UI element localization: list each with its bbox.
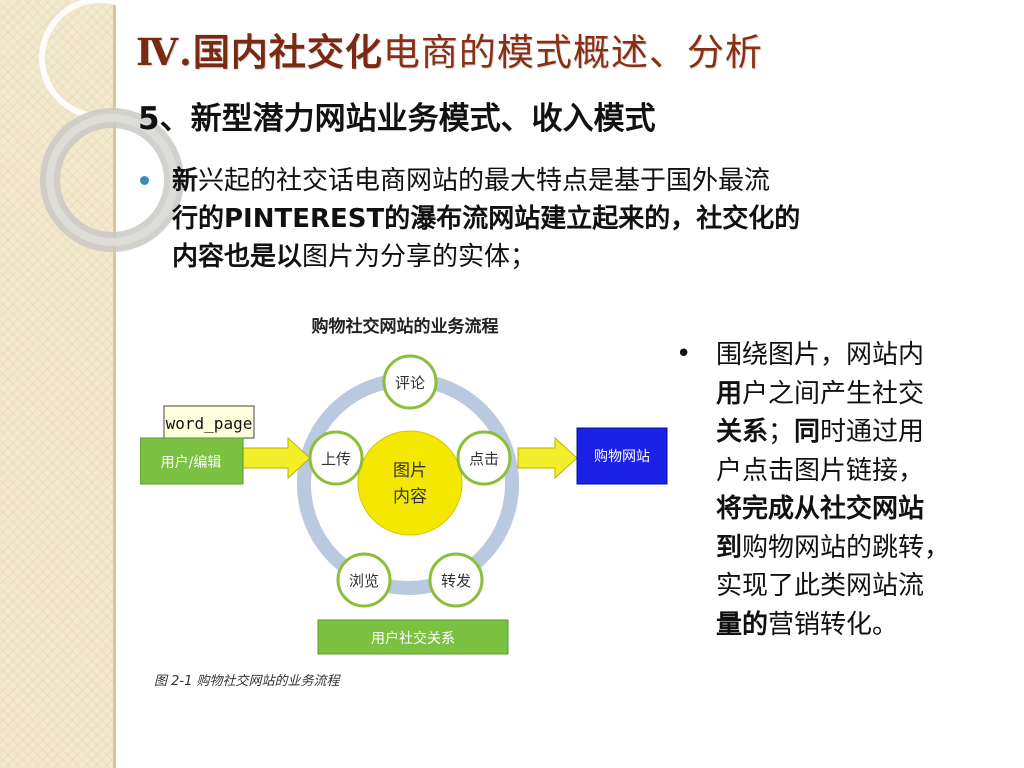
- bullet2-bold: 量的: [716, 609, 769, 640]
- user-edit-label: 用户/编辑: [161, 454, 222, 471]
- bullet2-text: 营销转化。: [768, 609, 899, 640]
- bullet1-line3-text: 图片为分享的实体；: [302, 242, 537, 272]
- bullet2-text: 实现了此类网站流: [716, 571, 925, 601]
- bullet-marker-icon: •: [676, 339, 692, 369]
- bullet1-line: 新兴起的社交话电商网站的最大特点是基于国外最流: [172, 162, 960, 200]
- bullet2-line: 户点击图片链接，: [716, 452, 1016, 491]
- bullet1-line2-bold: 行的PINTEREST的瀑布流网站建立起来的，社交化的: [172, 204, 801, 234]
- user-social-relation-bar: [317, 619, 509, 655]
- arrow-right-icon: [517, 436, 578, 480]
- bullet2-line: 到购物网站的跳转，: [716, 529, 1016, 568]
- business-flow-diagram: 购物社交网站的业务流程 word_page 用户/编辑 购物网站 图片 内容 评…: [140, 300, 670, 700]
- center-image-content: [357, 430, 463, 536]
- bullet2-line: 实现了此类网站流: [716, 567, 1016, 606]
- bullet1-line: 内容也是以图片为分享的实体；: [172, 238, 960, 276]
- bullet2-line: 围绕图片，网站内: [716, 336, 1016, 375]
- bullet2-line: 将完成从社交网站: [716, 490, 1016, 529]
- subtitle-rest: 业务模式、收入模式: [376, 101, 656, 137]
- bullet1-line1-bold: 新: [172, 166, 199, 196]
- diagram-title: 购物社交网站的业务流程: [312, 316, 499, 337]
- center-label-1: 图片: [393, 461, 427, 481]
- slide-subtitle: 5、新型潜力网站业务模式、收入模式: [138, 93, 656, 138]
- user-social-relation-label: 用户社交关系: [371, 630, 455, 647]
- figure-caption: 图 2-1 购物社交网站的业务流程: [154, 673, 341, 689]
- bullet2-line: 用户之间产生社交: [716, 375, 1016, 414]
- node-browse-label: 浏览: [349, 572, 379, 590]
- word-page-label: word_page: [166, 414, 253, 433]
- bullet1-line1-text: 兴起的社交话电商网站的最大特点是基于国外最流: [198, 166, 771, 196]
- decorative-rings: [39, 0, 184, 252]
- bullet2-bold: 同: [794, 417, 821, 447]
- bullet2-text: ；: [768, 417, 795, 447]
- bullet-paragraph-main: 新兴起的社交话电商网站的最大特点是基于国外最流 行的PINTEREST的瀑布流网…: [140, 162, 960, 276]
- bullet2-bold: 用: [716, 378, 743, 409]
- node-forward-label: 转发: [441, 572, 471, 590]
- arrow-left-icon: [242, 436, 311, 480]
- shopping-site-label: 购物网站: [594, 449, 650, 465]
- node-comment-label: 评论: [395, 374, 425, 392]
- bullet2-text: 时通过用: [820, 417, 925, 447]
- bullet2-text: 购物网站的跳转，: [742, 532, 951, 563]
- node-forward: [428, 552, 484, 608]
- bullet2-text: 户之间产生社交: [742, 378, 925, 409]
- bullet1-line: 行的PINTEREST的瀑布流网站建立起来的，社交化的: [172, 200, 960, 238]
- subtitle-number: 5、: [138, 101, 191, 137]
- bullet2-bold: 到: [716, 532, 743, 563]
- bullet1-line3-bold: 内容也是以: [172, 242, 303, 272]
- bullet2-text: 户点击图片链接，: [716, 455, 925, 486]
- title-numeral: Ⅳ.: [136, 30, 193, 74]
- node-upload: [308, 430, 364, 486]
- bullet-dot-icon: [140, 176, 149, 185]
- bullet2-bold: 关系: [716, 417, 769, 447]
- subtitle-bold: 新型潜力网站: [190, 101, 377, 137]
- title-rest: 电商的模式概述、分析: [382, 31, 763, 74]
- side-strip-border: [113, 0, 116, 768]
- user-edit-box: [140, 437, 244, 485]
- title-bold-part: 国内社交化: [192, 31, 383, 74]
- node-click: [456, 430, 512, 486]
- center-label-2: 内容: [393, 487, 427, 507]
- node-browse: [336, 552, 392, 608]
- bullet2-text: 围绕图片，网站内: [716, 340, 925, 370]
- shopping-site-box: [576, 427, 668, 485]
- node-comment: [382, 354, 438, 410]
- node-click-label: 点击: [469, 450, 499, 468]
- slide-title: Ⅳ.国内社交化电商的模式概述、分析: [136, 22, 763, 76]
- bullet2-line: 量的营销转化。: [716, 606, 1016, 645]
- bullet2-bold: 将完成从社交网站: [716, 494, 925, 524]
- word-page-box: word_page: [163, 405, 255, 439]
- node-upload-label: 上传: [321, 450, 351, 468]
- bullet-paragraph-side: • 围绕图片，网站内 用户之间产生社交 关系；同时通过用 户点击图片链接， 将完…: [676, 336, 1016, 644]
- bullet2-line: 关系；同时通过用: [716, 413, 1016, 452]
